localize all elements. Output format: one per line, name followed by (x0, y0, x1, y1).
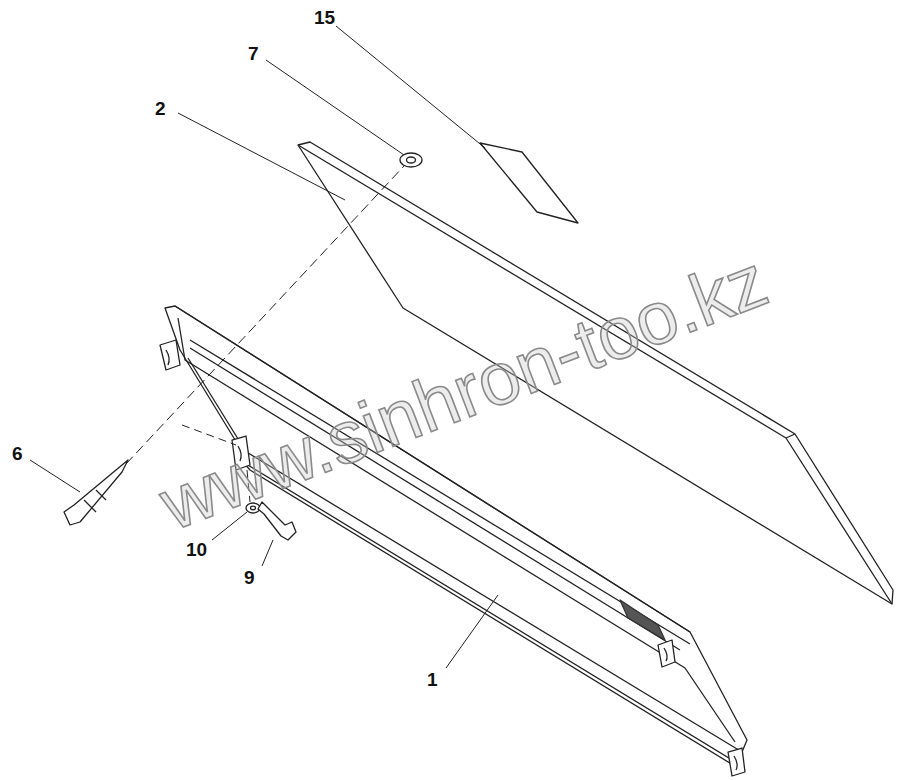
callout-number: 6 (12, 444, 23, 463)
callout-number: 15 (314, 8, 335, 27)
callout-number: 9 (244, 568, 255, 587)
callout-number: 2 (155, 99, 166, 118)
callout-number: 10 (186, 540, 207, 559)
callout-number: 1 (427, 670, 438, 689)
callout-number: 7 (248, 44, 259, 63)
